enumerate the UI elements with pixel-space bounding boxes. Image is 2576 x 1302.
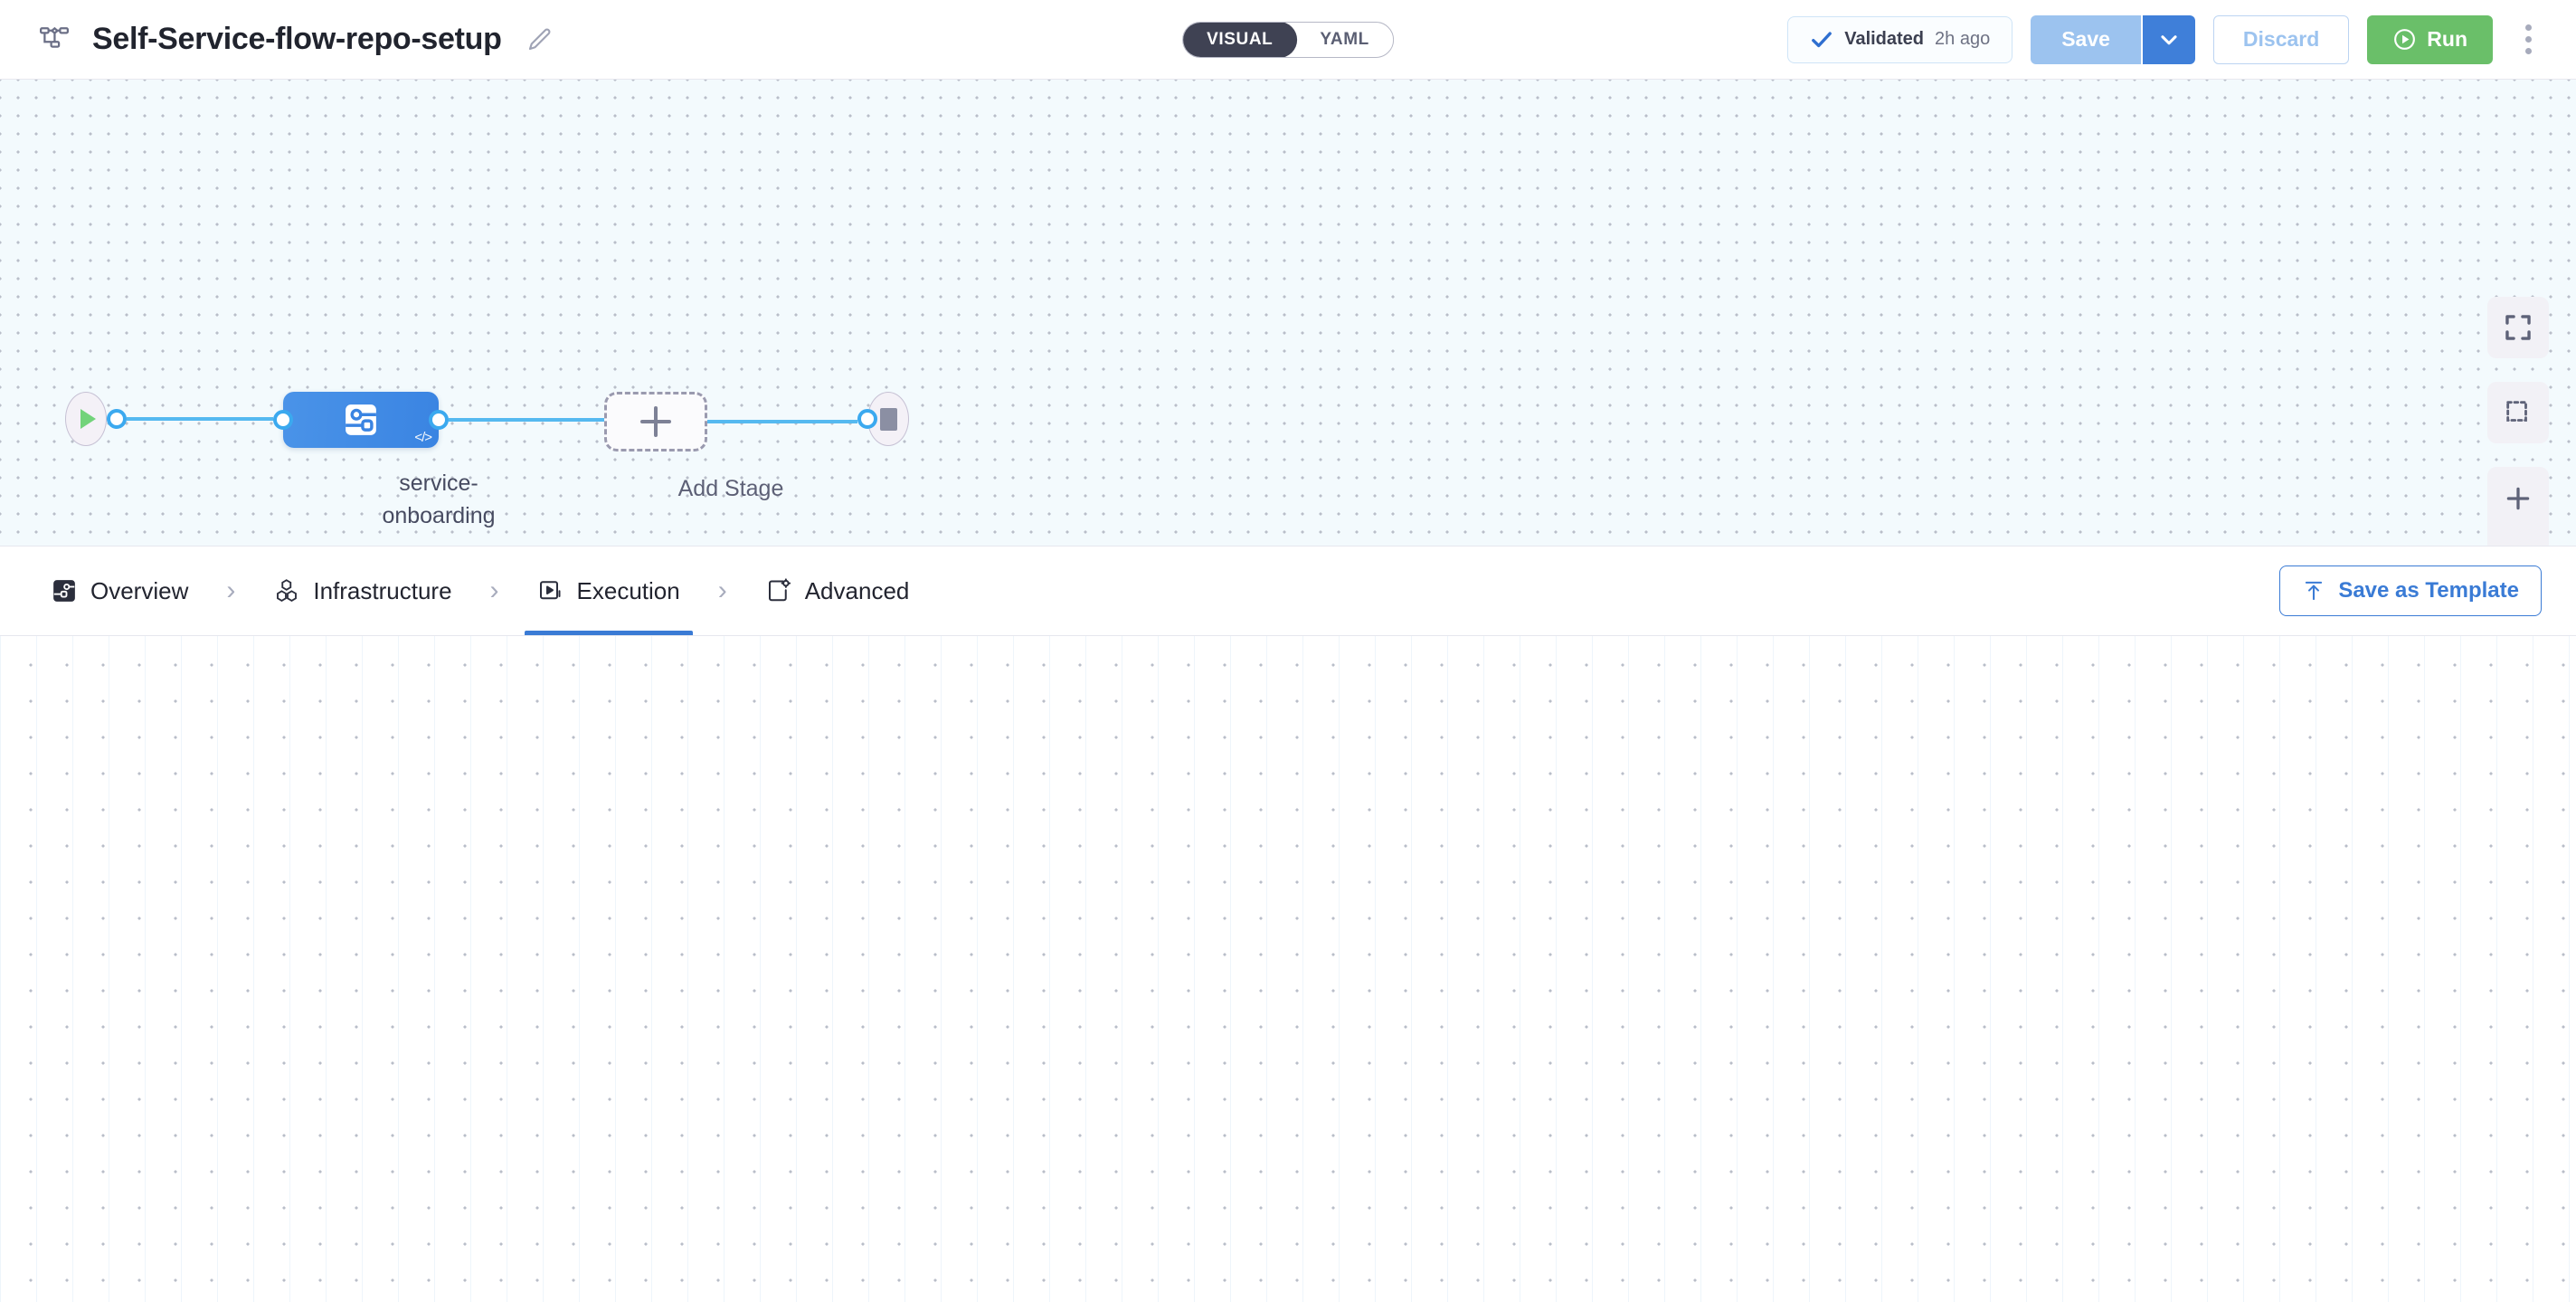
tab-advanced[interactable]: Advanced <box>753 546 923 635</box>
edit-pencil-icon[interactable] <box>526 26 553 53</box>
canvas-controls <box>2487 297 2549 546</box>
execution-icon <box>537 577 564 604</box>
tab-label: Execution <box>576 576 680 604</box>
add-stage-label: Add Stage <box>677 476 784 501</box>
check-icon <box>1810 28 1833 52</box>
add-stage-button[interactable] <box>604 392 707 451</box>
tab-label: Infrastructure <box>313 576 452 604</box>
connector-line <box>707 420 857 423</box>
validated-label: Validated <box>1844 29 1925 49</box>
stage-end-node[interactable] <box>857 392 909 446</box>
connector-dot[interactable] <box>857 409 877 429</box>
page-title: Self-Service-flow-repo-setup <box>92 22 502 56</box>
header-left: Self-Service-flow-repo-setup <box>36 22 553 58</box>
plus-icon <box>640 406 671 437</box>
custom-stage-icon <box>340 399 382 441</box>
zoom-out-minus-icon[interactable] <box>2487 530 2549 546</box>
zoom-controls <box>2487 467 2549 546</box>
stage-tabbar: Overview › Infrastructure › <box>0 546 2576 636</box>
save-template-icon <box>2302 579 2325 603</box>
stage-start-node[interactable] <box>65 392 273 446</box>
tab-infrastructure[interactable]: Infrastructure <box>260 546 464 635</box>
connector-dot[interactable] <box>429 410 449 430</box>
connector-line <box>449 418 604 422</box>
tab-label: Advanced <box>804 576 910 604</box>
connector-dot[interactable] <box>107 409 127 429</box>
run-label: Run <box>2427 27 2467 51</box>
fit-screen-icon[interactable] <box>2487 297 2549 358</box>
discard-button[interactable]: Discard <box>2212 14 2350 64</box>
header-actions: Validated 2h ago Save Discard Run <box>1787 14 2545 64</box>
save-as-template-label: Save as Template <box>2338 578 2519 603</box>
stage-node-service-onboarding[interactable]: </> service-onboarding <box>273 392 604 532</box>
validated-timestamp: 2h ago <box>1935 29 1991 49</box>
play-start-icon <box>65 392 107 446</box>
tab-label: Overview <box>90 576 189 604</box>
mode-toggle-yaml[interactable]: YAML <box>1320 29 1369 49</box>
run-button[interactable]: Run <box>2367 14 2493 64</box>
infrastructure-icon <box>273 577 300 604</box>
pipeline-flow-icon <box>36 22 72 58</box>
save-as-template-button[interactable]: Save as Template <box>2279 565 2542 616</box>
tab-overview[interactable]: Overview <box>38 546 201 635</box>
stage-canvas[interactable]: </> service-onboarding Add Stage <box>0 80 2576 546</box>
tab-separator-chevron-right-icon: › <box>717 575 727 605</box>
kebab-menu-icon[interactable] <box>2511 15 2545 64</box>
advanced-icon <box>765 577 792 604</box>
tab-separator-chevron-right-icon: › <box>226 575 236 605</box>
app-header: Self-Service-flow-repo-setup VISUAL YAML… <box>0 0 2576 80</box>
connector-line <box>127 417 273 421</box>
stage-node-label: service-onboarding <box>382 470 496 528</box>
zoom-in-plus-icon[interactable] <box>2487 467 2549 530</box>
tab-execution[interactable]: Execution <box>524 546 693 635</box>
stage-flow-row: </> service-onboarding Add Stage <box>0 392 2576 532</box>
stage-card[interactable]: </> <box>283 392 439 448</box>
code-badge: </> <box>414 430 432 445</box>
play-circle-icon <box>2392 27 2417 52</box>
status-badge: Validated 2h ago <box>1787 15 2013 63</box>
marquee-select-icon[interactable] <box>2487 382 2549 443</box>
overview-icon <box>51 577 78 604</box>
save-button-group[interactable]: Save <box>2031 14 2195 64</box>
mode-toggle-visual[interactable]: VISUAL <box>1183 22 1298 57</box>
save-button[interactable]: Save <box>2031 14 2143 64</box>
add-stage-node[interactable]: Add Stage <box>604 392 857 506</box>
tab-separator-chevron-right-icon: › <box>489 575 499 605</box>
connector-dot[interactable] <box>273 410 293 430</box>
execution-steps-canvas[interactable]: </> CookieCutter <box>0 636 2576 1302</box>
tab-list: Overview › Infrastructure › <box>38 546 922 635</box>
mode-toggle[interactable]: VISUAL YAML <box>1182 21 1394 58</box>
save-dropdown-chevron-down-icon[interactable] <box>2142 14 2195 64</box>
